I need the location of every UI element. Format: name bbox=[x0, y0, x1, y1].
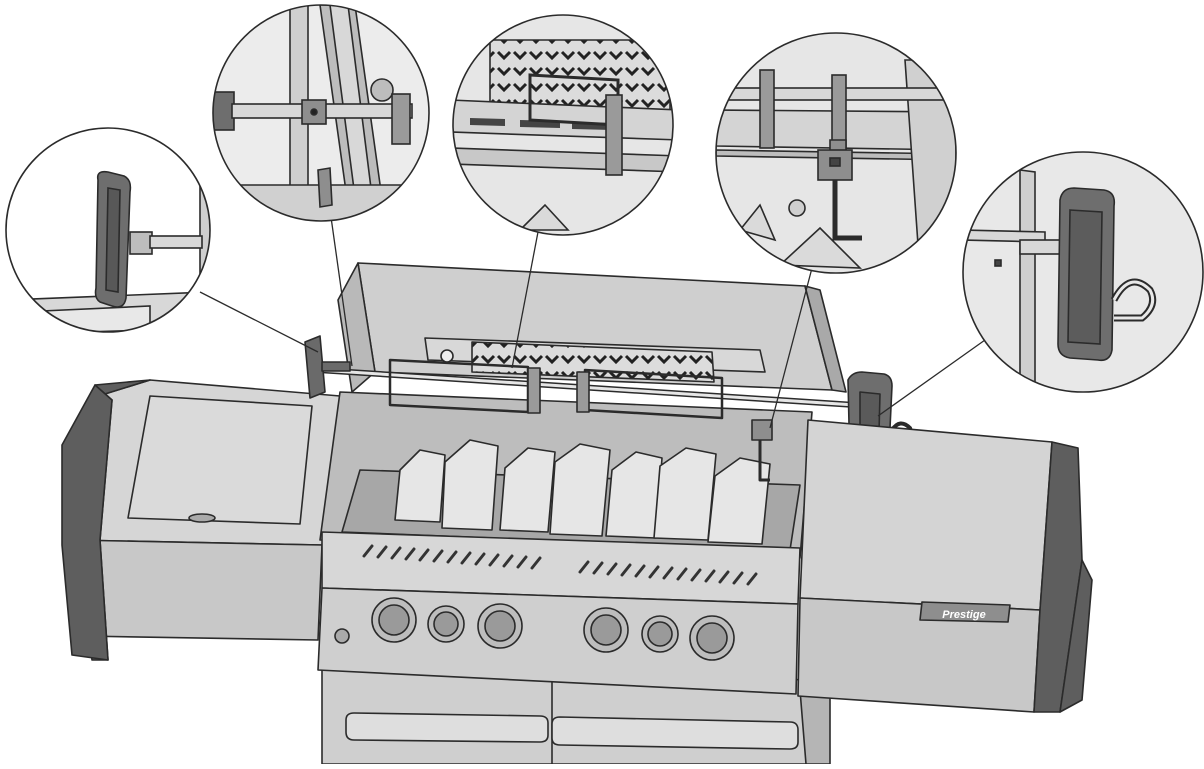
leader-line-forks bbox=[511, 231, 539, 369]
leader-line-handle bbox=[199, 291, 319, 353]
rotisserie-spit-rod bbox=[317, 358, 856, 420]
rod-support-bracket bbox=[751, 419, 773, 482]
leader-line-bracket bbox=[769, 267, 813, 429]
right-side-shelf: Prestige bbox=[797, 419, 1093, 713]
left-side-shelf bbox=[61, 379, 341, 661]
leader-lines bbox=[199, 209, 986, 429]
leader-line-left-bushing bbox=[329, 209, 353, 367]
front-vent-slots bbox=[362, 544, 758, 586]
detail-callout-rod-bracket bbox=[715, 32, 957, 274]
control-knobs bbox=[334, 597, 735, 661]
heat-deflectors bbox=[394, 439, 771, 545]
spit-rod-handle bbox=[304, 335, 351, 399]
grill-body: Prestige bbox=[61, 262, 1093, 765]
detail-callout-motor bbox=[962, 151, 1204, 393]
detail-callout-handle bbox=[5, 127, 211, 333]
brand-logo-text: Prestige bbox=[942, 609, 985, 621]
detail-callout-left-bushing bbox=[212, 4, 430, 222]
leader-line-motor bbox=[877, 339, 986, 417]
detail-callout-spit-forks bbox=[452, 14, 674, 236]
